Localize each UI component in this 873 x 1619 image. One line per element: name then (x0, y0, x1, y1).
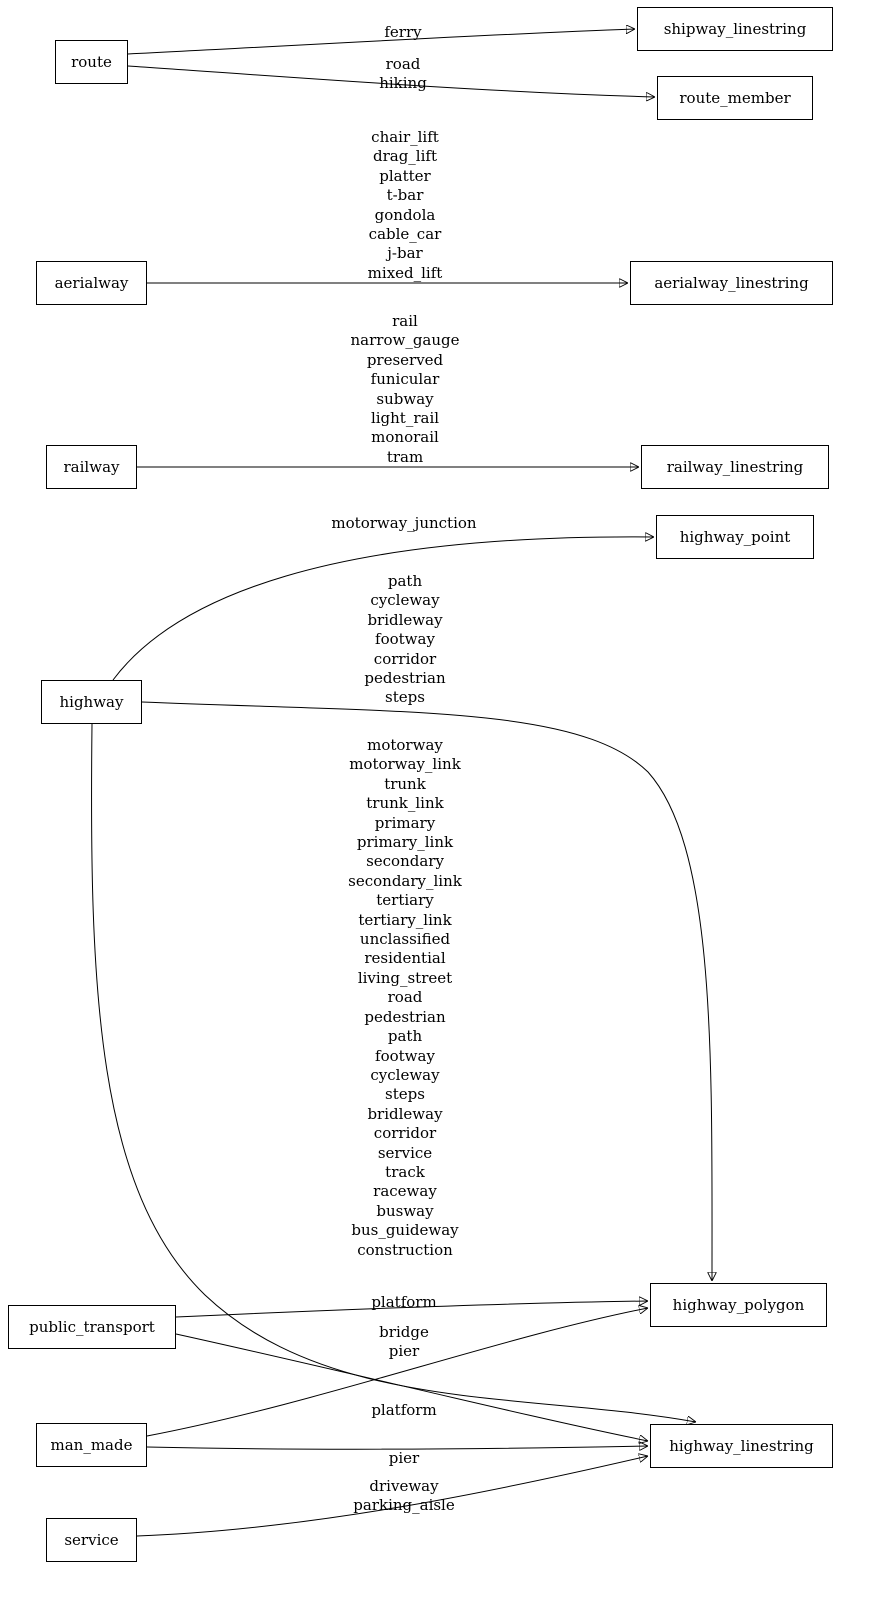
node-aerialway-label: aerialway (54, 274, 129, 292)
edge-service-highway_linestring (136, 1456, 648, 1537)
node-route-label: route (71, 53, 112, 71)
edge-label-platform-polygon: platform (371, 1293, 437, 1311)
node-man-made-label: man_made (50, 1436, 133, 1454)
node-public-transport: public_transport (8, 1305, 176, 1349)
node-highway-linestring-label: highway_linestring (669, 1437, 814, 1455)
edge-highway-highway_point (112, 537, 654, 681)
node-railway-label: railway (63, 458, 120, 476)
node-service-label: service (64, 1531, 119, 1549)
node-highway-polygon-label: highway_polygon (672, 1296, 805, 1314)
edge-label-driveway-parking-aisle: driveway parking_aisle (353, 1477, 455, 1515)
node-highway: highway (41, 680, 142, 724)
edge-route-route_member (127, 65, 655, 97)
node-aerialway: aerialway (36, 261, 147, 305)
edge-man_made-highway_linestring (146, 1446, 648, 1449)
node-shipway-linestring-label: shipway_linestring (663, 20, 807, 38)
edge-label-railway-types: rail narrow_gauge preserved funicular su… (350, 312, 460, 466)
node-railway-linestring: railway_linestring (641, 445, 829, 489)
edge-label-platform-linestring: platform (371, 1401, 437, 1419)
edge-public_transport-highway_polygon (175, 1301, 648, 1318)
node-highway-label: highway (59, 693, 124, 711)
node-railway-linestring-label: railway_linestring (666, 458, 804, 476)
edge-label-motorway-junction: motorway_junction (331, 514, 477, 532)
node-public-transport-label: public_transport (29, 1318, 155, 1336)
node-highway-point: highway_point (656, 515, 814, 559)
edge-label-ferry: ferry (384, 23, 422, 41)
edge-route-shipway_linestring (127, 29, 635, 55)
edge-highway-highway_polygon (141, 701, 712, 1281)
edge-label-pier: pier (388, 1449, 420, 1467)
node-highway-point-label: highway_point (679, 528, 791, 546)
edge-label-highway-polygon-types: path cycleway bridleway footway corridor… (364, 572, 446, 707)
node-service: service (46, 1518, 137, 1562)
node-man-made: man_made (36, 1423, 147, 1467)
node-route-member: route_member (657, 76, 813, 120)
node-aerialway-linestring: aerialway_linestring (630, 261, 833, 305)
edge-highway-highway_linestring (91, 723, 696, 1422)
node-aerialway-linestring-label: aerialway_linestring (654, 274, 809, 292)
edge-label-aerialway-types: chair_lift drag_lift platter t-bar gondo… (367, 128, 443, 282)
edge-public_transport-highway_linestring (175, 1333, 648, 1441)
node-route-member-label: route_member (679, 89, 791, 107)
edge-man_made-highway_polygon (146, 1308, 648, 1437)
edge-label-bridge-pier: bridge pier (379, 1323, 429, 1361)
node-highway-linestring: highway_linestring (650, 1424, 833, 1468)
node-railway: railway (46, 445, 137, 489)
edge-label-road-hiking: road hiking (379, 55, 427, 93)
node-highway-polygon: highway_polygon (650, 1283, 827, 1327)
edge-label-highway-linestring-types: motorway motorway_link trunk trunk_link … (348, 736, 462, 1259)
node-shipway-linestring: shipway_linestring (637, 7, 833, 51)
node-route: route (55, 40, 128, 84)
